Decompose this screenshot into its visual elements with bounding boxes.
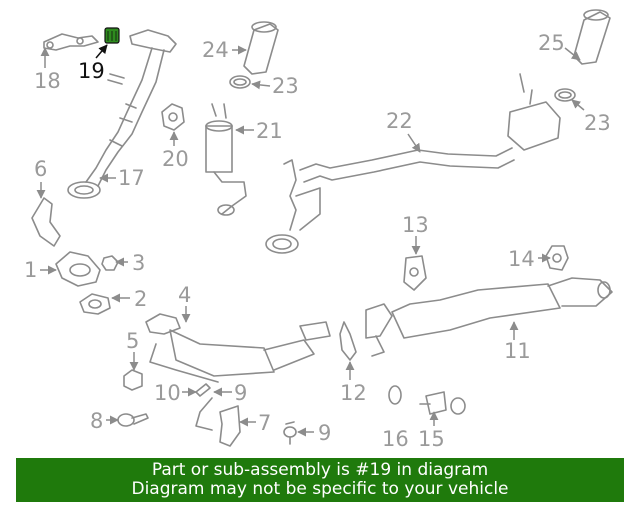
callout-3: 3 (132, 251, 145, 275)
part-9-bolt (283, 421, 297, 445)
callout-12: 12 (340, 381, 367, 405)
part-15-stud (419, 391, 466, 415)
callout-numbers: 18 19 24 23 25 23 22 21 20 6 17 13 14 1 … (24, 31, 611, 451)
callout-23: 23 (272, 74, 299, 98)
part-23-clamp (229, 75, 251, 89)
part-12-gasket (339, 321, 357, 361)
callout-24: 24 (202, 38, 229, 62)
part-10-hanger (195, 383, 213, 431)
notice-line-2: Diagram may not be specific to your vehi… (131, 479, 509, 499)
callout-11: 11 (504, 339, 531, 363)
callout-9: 9 (234, 381, 247, 405)
callout-22: 22 (386, 109, 413, 133)
callout-23-right: 23 (584, 111, 611, 135)
part-7-bracket (219, 405, 241, 447)
leader-lines (36, 44, 585, 437)
callout-15: 15 (418, 427, 445, 451)
part-6-bracket (31, 197, 61, 247)
part-11-converter (365, 277, 613, 357)
part-8-bolt (117, 413, 149, 427)
callout-18: 18 (34, 69, 61, 93)
part-17-front-pipe (67, 29, 177, 199)
callout-2: 2 (134, 287, 147, 311)
part-24-tip (243, 21, 279, 75)
part-16-clip (388, 385, 402, 405)
part-2-gasket (79, 293, 111, 315)
part-13-hanger (403, 255, 427, 291)
callout-10: 10 (154, 381, 181, 405)
callout-7: 7 (258, 411, 271, 435)
callout-20: 20 (162, 147, 189, 171)
callout-9-bottom: 9 (318, 421, 331, 445)
part-22-pipe (265, 73, 561, 254)
callout-17: 17 (118, 166, 145, 190)
part-20-hanger (161, 103, 185, 131)
part-5-nut (123, 369, 143, 391)
part-25-tip (573, 9, 611, 65)
callout-16: 16 (382, 427, 409, 451)
part-1-flange (55, 251, 101, 287)
notice-banner: Part or sub-assembly is #19 in diagram D… (16, 458, 624, 502)
part-19-gasket (104, 27, 120, 44)
callout-14: 14 (508, 247, 535, 271)
callout-5: 5 (126, 329, 139, 353)
part-18-bracket (43, 33, 99, 51)
part-4-converter (145, 313, 331, 383)
part-3-nut (101, 255, 119, 271)
notice-line-1: Part or sub-assembly is #19 in diagram (151, 460, 489, 480)
callout-8: 8 (90, 409, 103, 433)
callout-19: 19 (78, 59, 105, 83)
part-23-clamp-right (554, 88, 576, 102)
callout-25: 25 (538, 31, 565, 55)
callout-13: 13 (402, 213, 429, 237)
callout-4: 4 (178, 283, 191, 307)
callout-21: 21 (256, 119, 283, 143)
callout-6: 6 (34, 157, 47, 181)
callout-1: 1 (24, 258, 37, 282)
part-21-resonator (205, 103, 247, 216)
